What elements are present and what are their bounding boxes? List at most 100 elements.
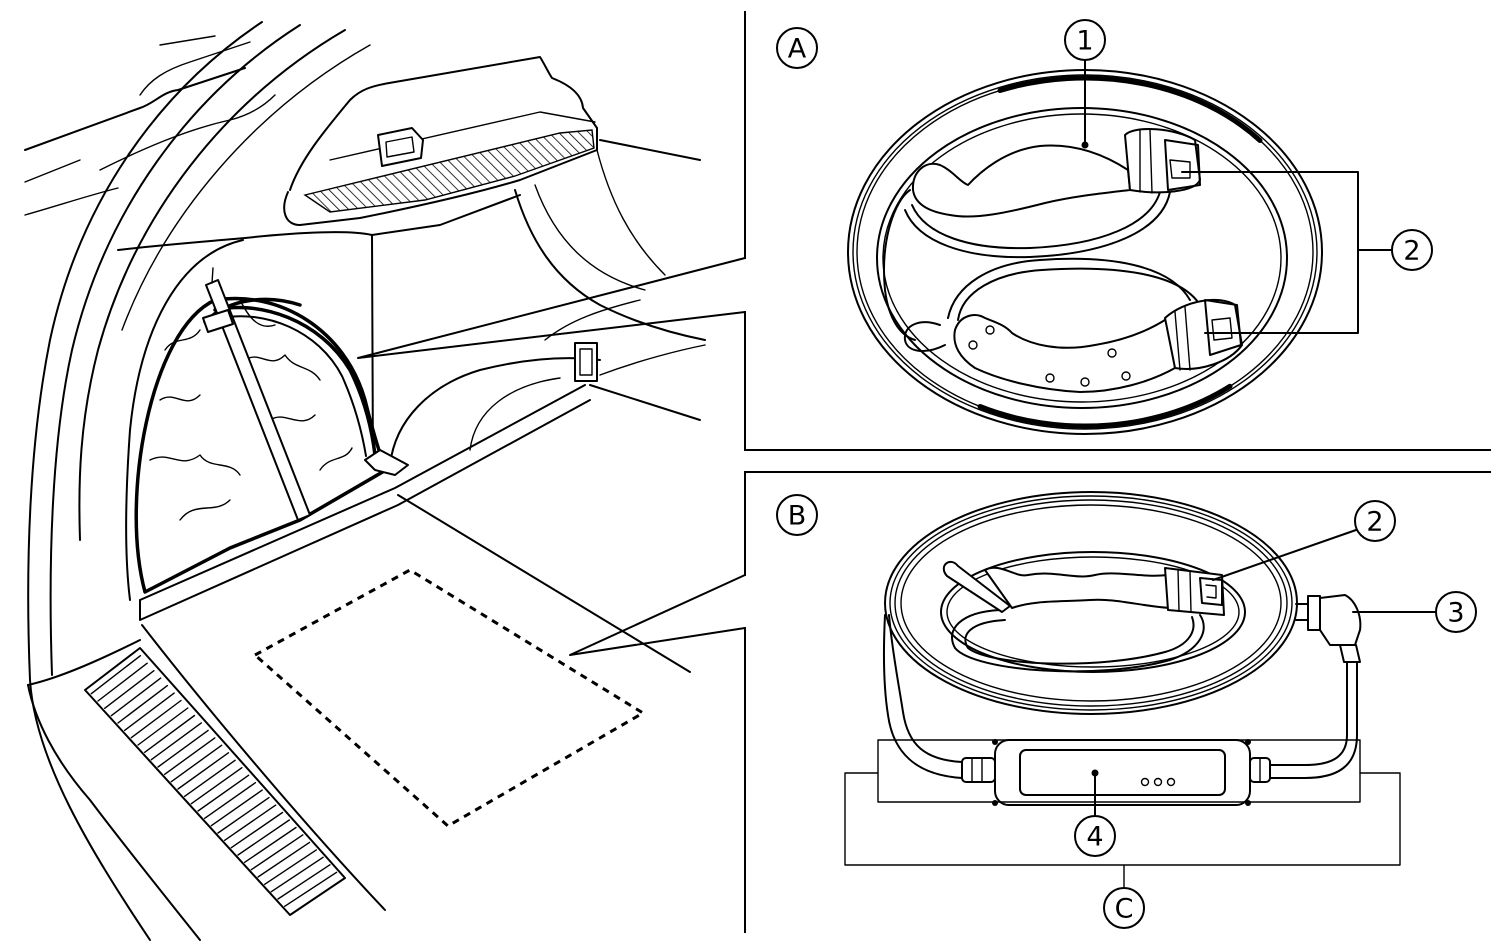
floor-back-edge	[139, 384, 586, 601]
rear-window-edge	[139, 41, 251, 96]
charger-coil-inner-rim	[946, 556, 1240, 668]
wheel-housing-bulge	[389, 357, 601, 466]
sill-stripe	[163, 737, 216, 775]
callout-2-b: 2	[1354, 500, 1396, 542]
cable-coil-highlight	[977, 383, 1233, 429]
sill-stripe	[177, 752, 230, 790]
sill-stripe	[130, 699, 182, 739]
control-box-panel	[1019, 749, 1226, 796]
bag-strap	[221, 315, 367, 457]
trunk-side-line	[599, 139, 701, 161]
panel-b-portable-charger	[883, 491, 1362, 806]
callout-2-a-label: 2	[1403, 236, 1420, 267]
rear-deck-line	[24, 187, 119, 216]
wheel-housing-bulge	[469, 377, 561, 451]
storage-bag	[134, 296, 388, 594]
vehicle-connector-head	[1124, 128, 1201, 194]
bumper-edge	[141, 624, 386, 911]
trunk-trim-outline	[289, 56, 598, 191]
cable-strand	[911, 191, 1161, 250]
callout-a-ring	[776, 27, 818, 69]
callout-4-ring	[1074, 815, 1116, 857]
rear-deck-line	[24, 67, 246, 151]
side-floor-line	[589, 384, 701, 421]
mains-plug-body	[1319, 594, 1362, 646]
connector-cable	[888, 614, 963, 763]
rear-window-edge	[159, 35, 216, 46]
sill-stripe	[183, 759, 236, 797]
cable-strand	[964, 616, 1195, 665]
sill-stripe	[284, 871, 338, 907]
callout-1: 1	[1064, 19, 1106, 61]
trunk-illustration	[24, 21, 746, 941]
box-corner-screw	[1245, 800, 1251, 806]
bag-fold-line	[179, 499, 231, 521]
connector-screw-hole	[985, 325, 995, 335]
sill-top-edge	[27, 639, 141, 686]
bag-fold-line	[269, 414, 316, 422]
side-floor-line	[599, 344, 706, 376]
scuff-plate-edge	[84, 647, 346, 916]
callout-3: 3	[1435, 591, 1477, 633]
panel-a-callouts: A 1 2	[776, 19, 1433, 334]
sill-stripe	[230, 811, 284, 849]
sill-stripe	[277, 864, 331, 900]
sill-stripe	[137, 707, 189, 746]
underfloor-storage-outline	[252, 568, 646, 828]
support-rod	[205, 279, 311, 521]
sill-stripe	[110, 677, 162, 717]
cable-loop	[903, 321, 946, 352]
sill-stripe	[243, 826, 297, 863]
callout-b: B	[776, 494, 818, 536]
side-wall-inner	[125, 239, 244, 601]
cable-strand	[951, 609, 1205, 673]
mains-cable	[1267, 661, 1348, 766]
zoom-wedge-a	[357, 257, 746, 359]
sill-stripe	[150, 722, 203, 761]
side-panel-curve	[596, 149, 666, 276]
callout-b-label: B	[788, 501, 807, 532]
callout-4: 4	[1074, 815, 1116, 857]
connector-latch-loop	[942, 560, 1011, 613]
callout-c-label: C	[1115, 894, 1134, 925]
cable-coil-inner-rim	[876, 107, 1288, 409]
callout-c: C	[1103, 887, 1145, 929]
floor-lip	[139, 399, 591, 621]
bag-fold-line	[244, 354, 321, 381]
cable-strand	[883, 189, 916, 341]
cable-strand	[947, 257, 1191, 319]
sill-stripe	[117, 684, 169, 724]
callout-2-a: 2	[1391, 229, 1433, 271]
connector-face	[1164, 139, 1201, 191]
bag-fold-line	[149, 454, 241, 476]
sill-stripe	[250, 834, 304, 871]
panel-b-callouts: B 2 3 4 C	[776, 494, 1477, 929]
cable-strand	[957, 267, 1201, 321]
sill-stripe	[257, 841, 311, 878]
charger-coil-inner-rim	[940, 551, 1246, 673]
sill-stripe	[270, 856, 324, 893]
connector-cable	[883, 614, 963, 779]
bracket-2-a	[1181, 171, 1393, 334]
box-corner-screw	[992, 800, 998, 806]
connector-screw-hole	[968, 340, 978, 350]
sill-stripe	[123, 692, 175, 731]
sill-outer	[27, 684, 201, 941]
callout-1-ring	[1064, 19, 1106, 61]
sill-stripe	[203, 782, 257, 819]
sill-stripe	[157, 729, 209, 768]
charger-coil-ring	[894, 499, 1288, 707]
status-indicator-light	[1140, 777, 1150, 787]
trunk-trim-lower	[283, 127, 598, 226]
sill-stripe	[143, 714, 196, 753]
leader-dot-1	[1081, 141, 1089, 149]
cable-coil-inner-rim	[882, 113, 1282, 403]
tie-down-latch-slot	[579, 348, 593, 376]
side-panel-curve	[534, 184, 646, 291]
bag-strap-hook	[364, 449, 409, 476]
connector-screw-hole	[1121, 371, 1131, 381]
bag-fold-line	[239, 299, 276, 327]
sill-stripe	[217, 796, 270, 834]
sill-stripe	[190, 767, 243, 805]
